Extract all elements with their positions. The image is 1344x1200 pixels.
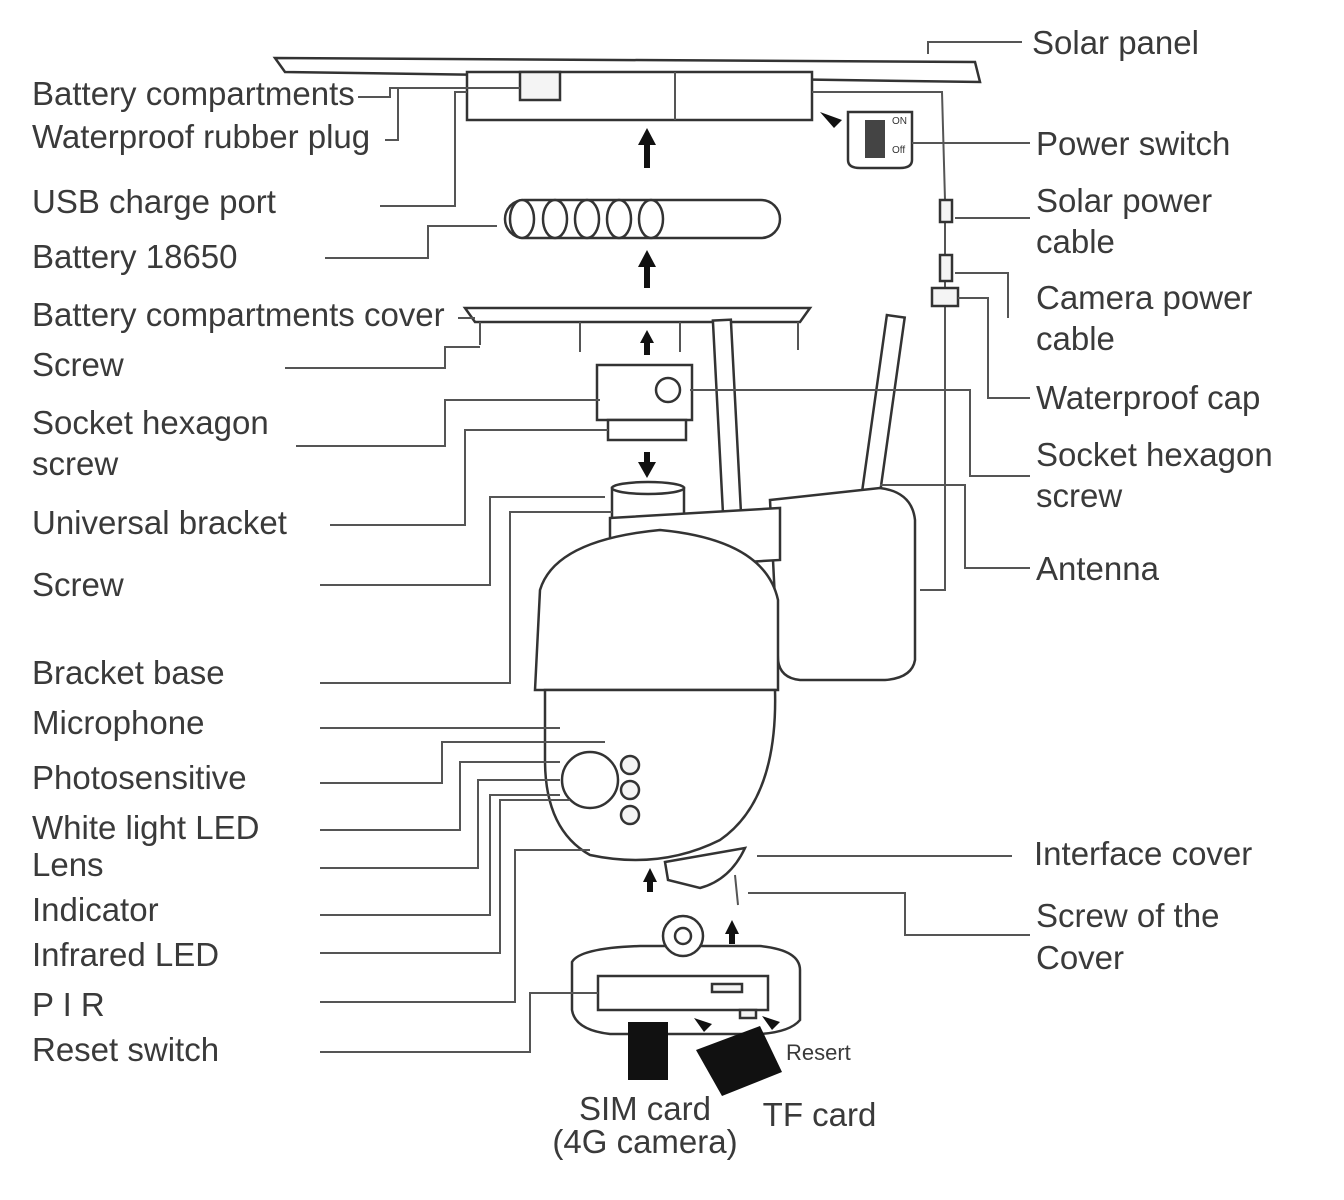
- label-battery-compartments: Battery compartments: [32, 75, 355, 112]
- arrow-icon: [643, 868, 657, 892]
- cable-connector: [938, 198, 954, 224]
- interface-board-illustration: [570, 914, 802, 1096]
- label-microphone: Microphone: [32, 704, 205, 741]
- arrow-icon: [725, 920, 739, 944]
- label-sim-card: SIM card: [578, 1090, 712, 1127]
- label-waterproof-rubber-plug: Waterproof rubber plug: [32, 118, 371, 155]
- battery-cover-illustration: [462, 306, 813, 352]
- label-screw-top: Screw: [32, 346, 124, 383]
- label-universal-bracket: Universal bracket: [32, 504, 287, 541]
- label-socket-hexagon-screw-left-line2: screw: [32, 445, 119, 482]
- label-solar-panel: Solar panel: [1032, 24, 1199, 61]
- label-battery-18650: Battery 18650: [32, 238, 238, 275]
- arrow-icon: [638, 250, 656, 288]
- arrow-icon: [640, 330, 654, 355]
- label-socket-hexagon-screw-right-line2: screw: [1036, 477, 1123, 514]
- leader-lines: [285, 41, 1030, 1053]
- label-screw-mid: Screw: [32, 566, 124, 603]
- label-socket-hexagon-screw-right: Socket hexagon: [1036, 436, 1273, 473]
- label-solar-power-cable-line2: cable: [1036, 223, 1115, 260]
- label-white-light-led: White light LED: [32, 809, 260, 846]
- switch-on-mark: ON: [892, 116, 907, 127]
- label-reset-switch: Reset switch: [32, 1031, 220, 1068]
- label-usb-charge-port: USB charge port: [32, 183, 276, 220]
- label-infrared-led: Infrared LED: [32, 936, 220, 973]
- label-screw-of-the-cover-line2: Cover: [1036, 939, 1125, 976]
- arrow-icon: [638, 128, 656, 168]
- label-indicator: Indicator: [32, 891, 159, 928]
- label-solar-power-cable: Solar power: [1036, 182, 1213, 219]
- tf-card-icon: [696, 1026, 782, 1096]
- label-tf-card: TF card: [762, 1096, 877, 1133]
- label-power-switch: Power switch: [1036, 125, 1231, 162]
- label-antenna: Antenna: [1036, 550, 1159, 587]
- label-lens: Lens: [32, 846, 104, 883]
- label-socket-hexagon-screw-left: Socket hexagon: [32, 404, 269, 441]
- arrow-icon: [638, 452, 656, 478]
- power-switch-illustration: ON Off: [820, 110, 914, 170]
- cable-connector: [938, 253, 954, 283]
- waterproof-cap-illustration: [930, 286, 960, 308]
- universal-bracket-illustration: [595, 363, 694, 530]
- label-sim-card-4g: (4G camera): [552, 1123, 738, 1160]
- camera-body-illustration: [533, 486, 917, 906]
- label-camera-power-cable: Camera power: [1036, 279, 1253, 316]
- label-bracket-base: Bracket base: [32, 654, 225, 691]
- sim-card-icon: [628, 1022, 668, 1080]
- battery-18650-illustration: [503, 198, 782, 240]
- label-interface-cover: Interface cover: [1034, 835, 1253, 872]
- solar-panel-illustration: [272, 56, 982, 122]
- label-battery-compartments-cover: Battery compartments cover: [32, 296, 445, 333]
- label-waterproof-cap: Waterproof cap: [1036, 379, 1261, 416]
- arrow-icon: [762, 1016, 780, 1030]
- label-camera-power-cable-line2: cable: [1036, 320, 1115, 357]
- label-pir: P I R: [32, 986, 105, 1023]
- switch-off-mark: Off: [892, 145, 905, 156]
- arrow-icon: [694, 1018, 712, 1032]
- label-photosensitive: Photosensitive: [32, 759, 247, 796]
- label-resert: Resert: [786, 1040, 851, 1065]
- label-screw-of-the-cover: Screw of the: [1036, 897, 1220, 934]
- arrow-icon: [820, 112, 842, 128]
